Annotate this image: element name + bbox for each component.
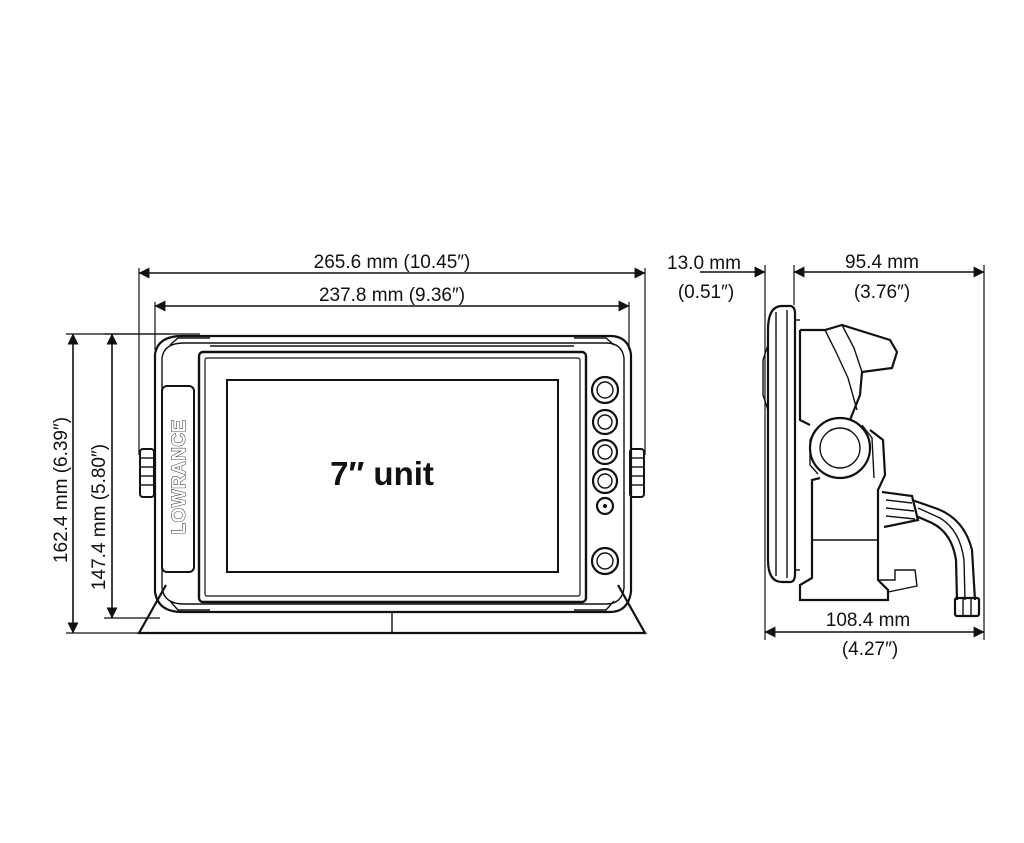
unit-size-label: 7″ unit: [330, 455, 434, 492]
front-view: 265.6 mm (10.45″) 237.8 mm (9.36″) 162.4…: [51, 252, 647, 635]
overall-depth-label-in: (4.27″): [842, 639, 898, 660]
screen-glass: [204, 357, 581, 597]
bezel-depth-label-in: (0.51″): [678, 282, 734, 303]
bezel-depth-label-mm: 13.0 mm: [667, 253, 741, 274]
side-extension-lines: [764, 265, 985, 640]
bracket-depth-label-mm: 95.4 mm: [845, 252, 919, 273]
bracket-depth-label-in: (3.76″): [854, 282, 910, 303]
right-mount-knob: [629, 448, 645, 498]
side-view: 13.0 mm (0.51″) 95.4 mm (3.76″) 108.4 mm…: [667, 252, 985, 660]
left-mount-knob: [139, 448, 155, 498]
screen-width-label: 237.8 mm (9.36″): [319, 285, 465, 306]
display-area: [226, 379, 559, 573]
overall-width-label: 265.6 mm (10.45″): [314, 252, 471, 273]
keypad: [590, 375, 620, 576]
body-height-label: 147.4 mm (5.80″): [89, 444, 110, 590]
left-grip-strip: [161, 385, 195, 573]
overall-depth-label-mm: 108.4 mm: [826, 610, 910, 631]
display-profile: [762, 304, 800, 584]
overall-height-label: 162.4 mm (6.39″): [51, 417, 72, 563]
bracket-base: [137, 584, 647, 635]
mount-bracket-profile: [798, 323, 918, 602]
brand-logo-lowrance: LOWRANCE: [169, 419, 190, 534]
cable-connectors: [881, 490, 981, 618]
